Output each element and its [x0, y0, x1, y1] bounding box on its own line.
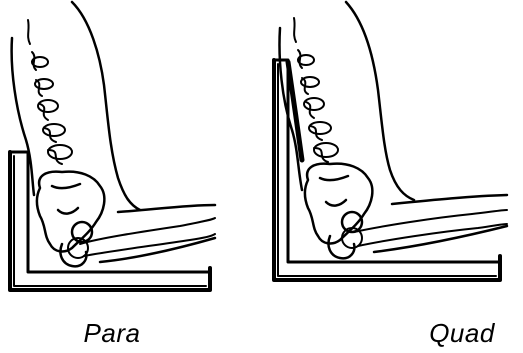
para-illustration	[0, 0, 262, 353]
quad-illustration	[262, 0, 523, 353]
quad-label: Quad	[392, 318, 523, 349]
para-pelvis	[37, 172, 104, 267]
para-thigh	[100, 205, 215, 262]
quad-femur	[342, 210, 507, 248]
para-label: Para	[42, 318, 182, 349]
para-spine	[28, 20, 72, 164]
para-panel: Para	[0, 0, 262, 353]
para-chair-frame	[10, 152, 210, 290]
quad-front-outline	[346, 2, 414, 200]
quad-panel: Quad	[262, 0, 523, 353]
para-front-outline	[72, 2, 140, 210]
